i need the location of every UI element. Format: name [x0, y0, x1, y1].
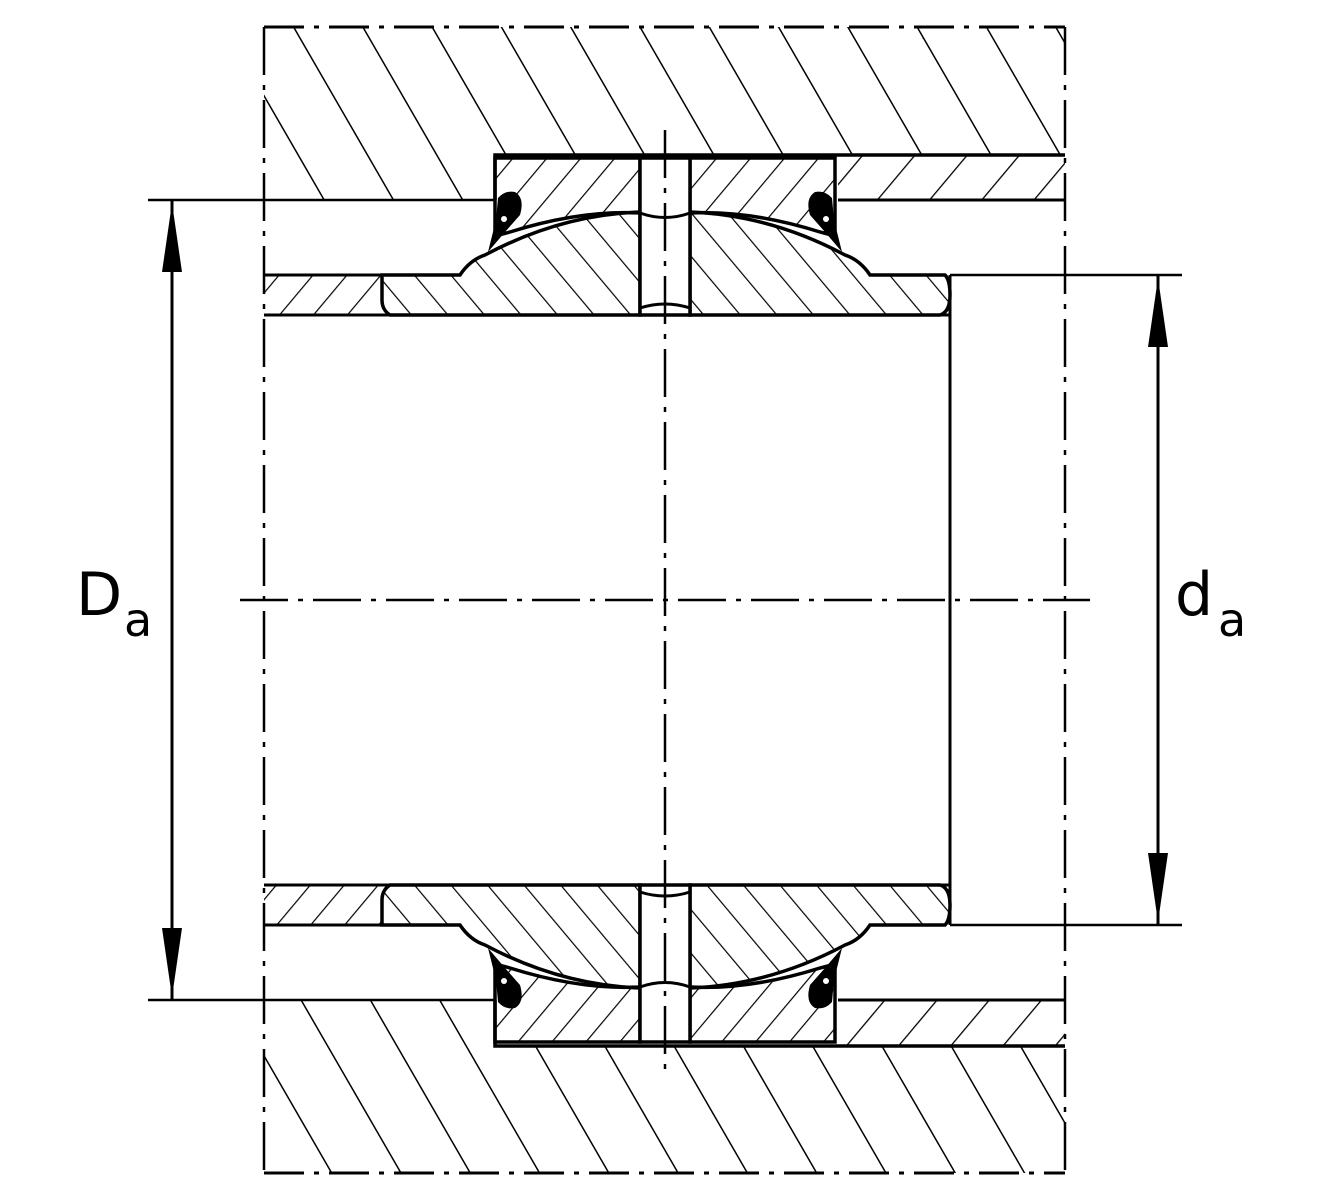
- bearing-top: [380, 156, 952, 317]
- inner-ring-top: [380, 210, 642, 317]
- dimension-subscript-da: a: [1218, 593, 1246, 647]
- arrow-up-icon: [1148, 278, 1168, 347]
- dimension-subscript-Da: a: [124, 593, 152, 647]
- dimension-da: d a: [1148, 275, 1246, 925]
- dimension-label-Da: D: [76, 560, 122, 630]
- arrow-up-icon: [162, 203, 182, 272]
- dimension-Da: D a: [76, 200, 182, 1000]
- inner-ring-bottom: [380, 883, 642, 990]
- arrow-down-icon: [1148, 853, 1168, 922]
- housing-top: [148, 25, 1065, 202]
- center-lines: [240, 27, 1090, 1173]
- dimension-label-da: d: [1175, 560, 1213, 630]
- arrow-down-icon: [162, 928, 182, 997]
